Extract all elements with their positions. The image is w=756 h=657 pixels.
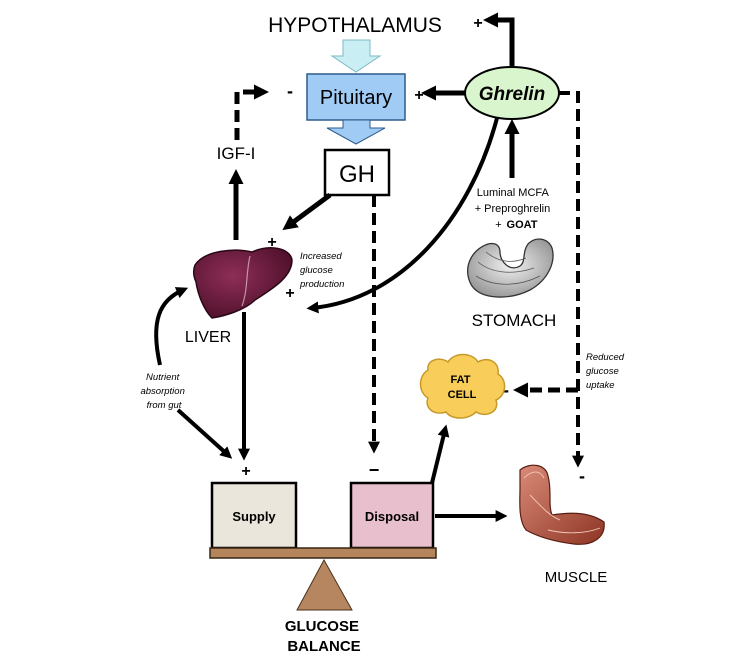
- reduced-glucose-note: Reduced glucose uptake: [586, 352, 627, 391]
- balance-beam: [209, 547, 437, 559]
- ghrelin-label: Ghrelin: [479, 84, 546, 105]
- nutrient-to-liver-arrow: [154, 287, 189, 366]
- liver-plus-top-sign: +: [267, 234, 276, 251]
- muscle-minus-sign: -: [579, 466, 585, 486]
- glucose-balance-label: GLUCOSE BALANCE: [285, 618, 363, 655]
- stomach-label: STOMACH: [472, 311, 557, 330]
- liver-plus-side-sign: +: [285, 285, 294, 302]
- disposal-box: [349, 481, 435, 550]
- disposal-label: Disposal: [365, 509, 419, 524]
- muscle-label: MUSCLE: [545, 569, 608, 586]
- muscle-icon: [519, 464, 605, 545]
- liver-lobe-line: [241, 255, 251, 307]
- hypothalamus-label: HYPOTHALAMUS: [268, 14, 442, 37]
- supply-label: Supply: [232, 509, 276, 524]
- mcfa-goat-note: Luminal MCFA + Preproghrelin + GOAT: [475, 187, 554, 231]
- liver-icon: [192, 247, 293, 319]
- supply-plus-sign: +: [241, 463, 250, 480]
- increased-glucose-note: Increased glucose production: [299, 251, 344, 290]
- liver-label: LIVER: [185, 329, 231, 346]
- ghrelin-to-hypothalamus-arrow: [483, 12, 515, 66]
- disposal-to-fat-arrow: [430, 424, 450, 484]
- ghrelin-to-liver-curve-arrow: [306, 117, 499, 314]
- nutrient-absorption-note: Nutrient absorption from gut: [140, 372, 187, 411]
- stomach-icon: [467, 238, 554, 298]
- gh-box: [323, 148, 391, 197]
- ghrelin-to-muscle-dashed-arrow: [558, 91, 584, 468]
- disposal-minus-sign: −: [369, 460, 380, 480]
- igf-to-pituitary-feedback-arrow: [234, 84, 269, 140]
- hypothalamus-plus-sign: +: [473, 15, 482, 32]
- gh-label: GH: [339, 161, 375, 188]
- supply-box: [210, 481, 298, 550]
- igf-label: IGF-I: [217, 144, 256, 163]
- fat-cell-icon: [419, 353, 506, 419]
- gh-to-liver-arrow: [282, 192, 332, 231]
- pituitary-box: [306, 73, 406, 121]
- pituitary-label: Pituitary: [320, 87, 392, 109]
- pituitary-plus-sign: +: [414, 87, 423, 104]
- balance-fulcrum: [296, 558, 353, 611]
- nutrient-to-supply-arrow: [176, 408, 233, 459]
- igf-minus-sign: -: [287, 81, 293, 101]
- fat-cell-label: FAT CELL: [448, 374, 477, 401]
- hypothalamus-to-pituitary-arrow: [330, 39, 382, 73]
- fat-minus-sign: -: [503, 380, 509, 400]
- stomach-texture: [475, 251, 541, 285]
- pituitary-to-gh-arrow: [326, 119, 386, 145]
